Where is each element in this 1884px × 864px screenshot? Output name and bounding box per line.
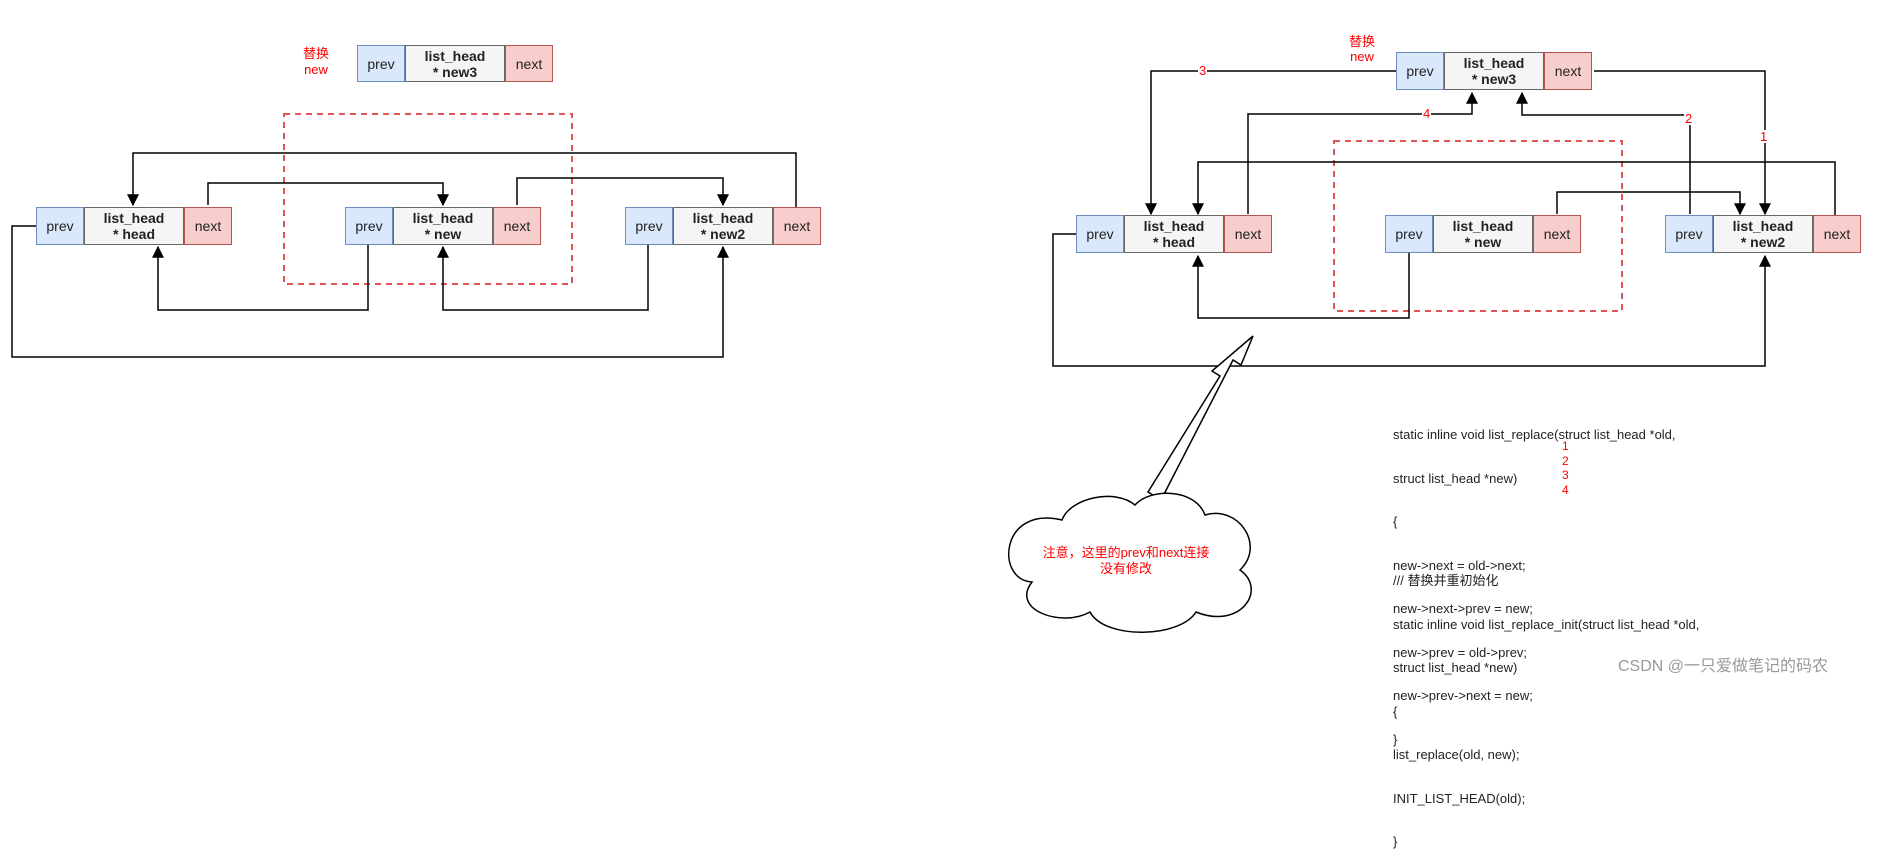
code-line: static inline void list_replace_init(str… — [1393, 616, 1700, 632]
cloud-note-line: 没有修改 — [1099, 561, 1152, 576]
left-replace-label: 替换 new — [296, 46, 336, 78]
left-link-new2-next-to-head — [127, 152, 797, 226]
struct-label: list_head — [103, 210, 165, 226]
code-line: } — [1393, 834, 1398, 849]
left-replaced-region — [283, 113, 573, 285]
right-new3-list-head-cell: list_head* new3 — [1444, 52, 1544, 90]
left-new-prev-cell: prev — [345, 207, 393, 245]
right-new2-list-head-cell: list_head* new2 — [1713, 215, 1813, 253]
right-link-new-prev-to-head — [1192, 253, 1410, 319]
code-line: static inline void list_replace(struct l… — [1393, 427, 1676, 442]
code-line: new->prev = old->prev; — [1393, 644, 1528, 660]
step-label-4: 4 — [1422, 106, 1432, 121]
right-head-prev-cell: prev — [1076, 215, 1124, 253]
watermark: CSDN @一只爱做笔记的码农 — [1618, 658, 1829, 675]
struct-label: list_head — [412, 210, 474, 226]
right-new-prev-cell: prev — [1385, 215, 1433, 253]
code-line: new->next = old->next; — [1393, 557, 1526, 573]
struct-label: list_head — [1452, 218, 1514, 234]
left-link-head-prev-to-new2 — [11, 225, 729, 358]
replace-word: 替换 — [1348, 34, 1375, 49]
node-name: * head — [1152, 234, 1195, 250]
step-number: 2 — [1562, 453, 1569, 468]
struct-label: list_head — [1732, 218, 1794, 234]
cloud-note-line: 注意，这里的prev和next连接 — [1042, 545, 1210, 560]
cloud-note-text: 注意，这里的prev和next连接 没有修改 — [1026, 545, 1226, 577]
right-head-next-cell: next — [1224, 215, 1272, 253]
replace-target: new — [304, 62, 328, 77]
struct-label: list_head — [1143, 218, 1205, 234]
right-new-list-head-cell: list_head* new — [1433, 215, 1533, 253]
right-head-list-head-cell: list_head* head — [1124, 215, 1224, 253]
left-new3-prev-cell: prev — [357, 45, 405, 82]
node-name: * new3 — [1471, 71, 1517, 87]
struct-label: list_head — [424, 47, 486, 64]
left-link-new2-prev-to-new — [437, 245, 649, 311]
right-new3-prev-cell: prev — [1396, 52, 1444, 90]
replace-target: new — [1350, 49, 1374, 64]
left-new2-next-cell: next — [773, 207, 821, 245]
node-name: * new — [424, 226, 462, 242]
struct-label: list_head — [1463, 55, 1525, 71]
left-new-list-head-cell: list_head* new — [393, 207, 493, 245]
right-link-new2-next-to-head — [1192, 161, 1836, 234]
node-name: * new3 — [432, 63, 478, 80]
step-label-2: 2 — [1684, 111, 1694, 126]
left-head-list-head-cell: list_head* head — [84, 207, 184, 245]
code-line: struct list_head *new) — [1393, 470, 1518, 486]
callout-arrow — [1146, 335, 1254, 502]
node-name: * head — [112, 226, 155, 242]
code-line: { — [1393, 514, 1398, 529]
code-line: INIT_LIST_HEAD(old); — [1393, 790, 1526, 806]
step-number: 3 — [1562, 468, 1569, 482]
code-line: /// 替换并重初始化 — [1393, 573, 1499, 588]
right-step3-new3-prev-to-head — [1145, 70, 1398, 216]
node-name: * new2 — [1740, 234, 1786, 250]
right-link-new-next-to-new2 — [1556, 191, 1746, 216]
right-step1-new3-next-to-new2 — [1594, 70, 1771, 216]
code-line: new->next->prev = new; — [1393, 601, 1533, 616]
left-head-prev-cell: prev — [36, 207, 84, 245]
code-line: struct list_head *new) — [1393, 660, 1518, 675]
right-new2-next-cell: next — [1813, 215, 1861, 253]
code-line: { — [1393, 703, 1398, 719]
right-replace-label: 替换 new — [1342, 34, 1382, 64]
left-new2-list-head-cell: list_head* new2 — [673, 207, 773, 245]
struct-label: list_head — [692, 210, 754, 226]
right-link-head-prev-to-new2 — [1052, 233, 1771, 367]
step-number: 4 — [1562, 482, 1569, 497]
left-new3-list-head-cell: list_head* new3 — [405, 45, 505, 82]
note-cloud — [1008, 492, 1252, 633]
replace-word: 替换 — [302, 46, 329, 61]
left-new3-next-cell: next — [505, 45, 553, 82]
right-new3-next-cell: next — [1544, 52, 1592, 90]
code-step-numbers: 1 2 3 4 — [1562, 439, 1569, 497]
node-name: * new — [1464, 234, 1502, 250]
diagram-canvas — [11, 70, 1836, 633]
left-link-head-next-to-new — [207, 182, 449, 207]
step-label-3: 3 — [1198, 63, 1208, 78]
right-step2-new2-prev-to-new3 — [1516, 91, 1691, 214]
left-new-next-cell: next — [493, 207, 541, 245]
code-line: list_replace(old, new); — [1393, 747, 1520, 762]
left-new2-prev-cell: prev — [625, 207, 673, 245]
node-name: * new2 — [700, 226, 746, 242]
left-link-new-prev-to-head — [152, 245, 369, 311]
code-list-replace-init: /// 替换并重初始化 static inline void list_repl… — [1393, 545, 1699, 864]
right-step4-head-next-to-new3 — [1247, 91, 1478, 214]
right-new2-prev-cell: prev — [1665, 215, 1713, 253]
right-new-next-cell: next — [1533, 215, 1581, 253]
right-replaced-region — [1333, 140, 1623, 312]
step-number: 1 — [1562, 439, 1569, 453]
step-label-1: 1 — [1759, 129, 1769, 144]
left-head-next-cell: next — [184, 207, 232, 245]
left-link-new-next-to-new2 — [516, 177, 729, 207]
